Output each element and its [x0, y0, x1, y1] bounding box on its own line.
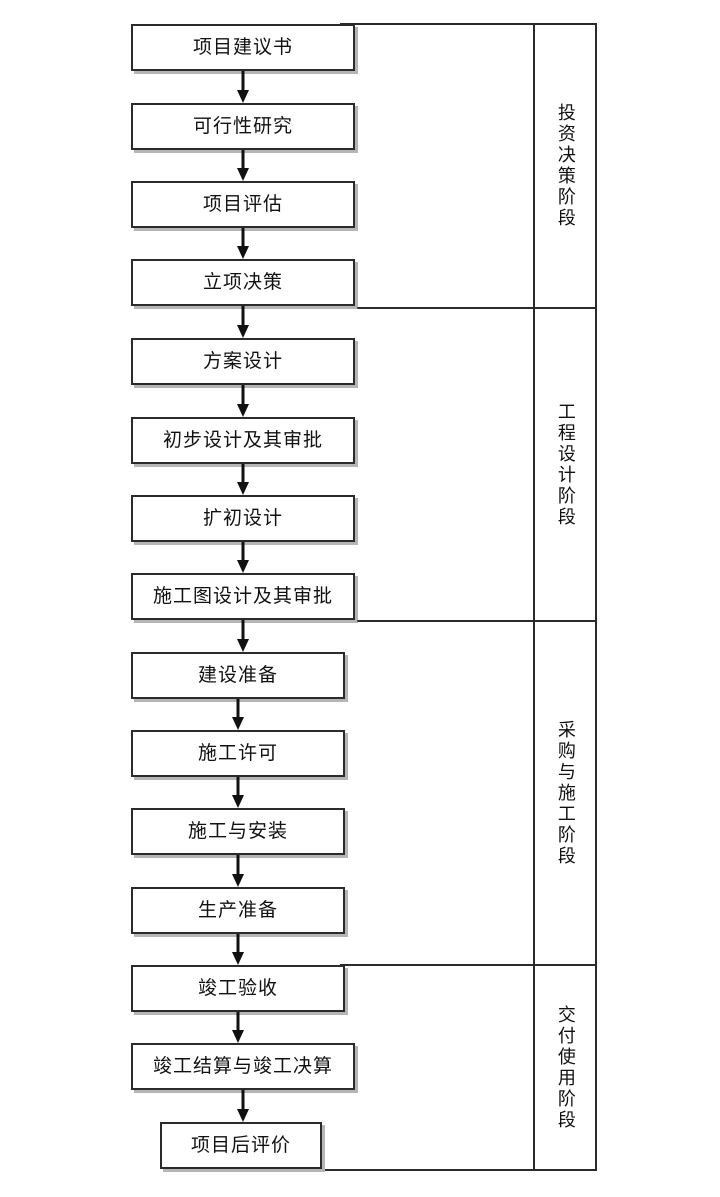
phase-cell-investment-decision: 投资决策阶段 — [535, 25, 595, 307]
phase-label: 采购与施工阶段 — [554, 719, 576, 867]
flow-arrow — [236, 385, 250, 417]
process-node[interactable]: 生产准备 — [131, 887, 345, 934]
flow-arrow — [236, 1090, 250, 1122]
flow-arrow — [231, 699, 245, 730]
process-node-label: 施工与安装 — [187, 820, 288, 842]
process-node[interactable]: 初步设计及其审批 — [131, 417, 355, 464]
process-node[interactable]: 可行性研究 — [131, 103, 355, 150]
process-node[interactable]: 方案设计 — [131, 338, 355, 385]
flow-arrow — [231, 1012, 245, 1043]
process-node-label: 立项决策 — [202, 271, 283, 293]
process-node[interactable]: 立项决策 — [131, 259, 355, 306]
process-node-label: 建设准备 — [197, 664, 278, 686]
process-node-label: 施工许可 — [197, 742, 278, 764]
process-node-label: 项目后评价 — [190, 1134, 291, 1156]
flow-arrow — [231, 855, 245, 887]
phase-cell-handover-use: 交付使用阶段 — [535, 966, 595, 1169]
flow-arrow — [236, 228, 250, 259]
frame-inner-divider — [533, 23, 535, 1171]
process-node-label: 施工图设计及其审批 — [152, 585, 333, 607]
frame-right-border — [595, 23, 597, 1171]
process-node-label: 项目建议书 — [192, 36, 293, 58]
process-node-label: 项目评估 — [202, 193, 283, 215]
phase-label: 投资决策阶段 — [554, 103, 576, 229]
flow-arrow — [231, 934, 245, 965]
flow-arrow — [236, 71, 250, 103]
process-node[interactable]: 竣工结算与竣工决算 — [131, 1043, 355, 1090]
frame-bottom-border — [325, 1169, 597, 1171]
process-node-label: 竣工验收 — [197, 977, 278, 999]
process-node[interactable]: 扩初设计 — [131, 495, 355, 542]
process-node[interactable]: 项目建议书 — [131, 24, 355, 71]
process-node-label: 初步设计及其审批 — [162, 429, 323, 451]
flow-arrow — [231, 777, 245, 808]
phase-label: 工程设计阶段 — [554, 401, 576, 528]
flow-arrow — [236, 306, 250, 338]
flow-arrow — [236, 150, 250, 181]
process-node[interactable]: 施工与安装 — [131, 808, 345, 855]
process-node-label: 扩初设计 — [202, 507, 283, 529]
process-node-label: 方案设计 — [202, 350, 283, 372]
flow-arrow — [236, 464, 250, 495]
process-node-label: 生产准备 — [197, 899, 278, 921]
frame-top-border — [340, 23, 597, 25]
frame-divider-1 — [357, 307, 597, 309]
process-node[interactable]: 竣工验收 — [131, 965, 345, 1012]
process-node-label: 可行性研究 — [192, 115, 293, 137]
process-node[interactable]: 施工图设计及其审批 — [131, 573, 355, 620]
phase-cell-engineering-design: 工程设计阶段 — [535, 309, 595, 620]
process-node-label: 竣工结算与竣工决算 — [152, 1055, 333, 1077]
phase-cell-procurement-construction: 采购与施工阶段 — [535, 622, 595, 964]
process-node[interactable]: 项目评估 — [131, 181, 355, 228]
flow-arrow — [236, 620, 250, 652]
process-node[interactable]: 施工许可 — [131, 730, 345, 777]
flow-arrow — [236, 542, 250, 573]
process-node[interactable]: 建设准备 — [131, 652, 345, 699]
process-node[interactable]: 项目后评价 — [160, 1122, 322, 1169]
frame-divider-3 — [340, 964, 597, 966]
phase-label: 交付使用阶段 — [554, 1004, 576, 1131]
frame-divider-2 — [357, 620, 597, 622]
